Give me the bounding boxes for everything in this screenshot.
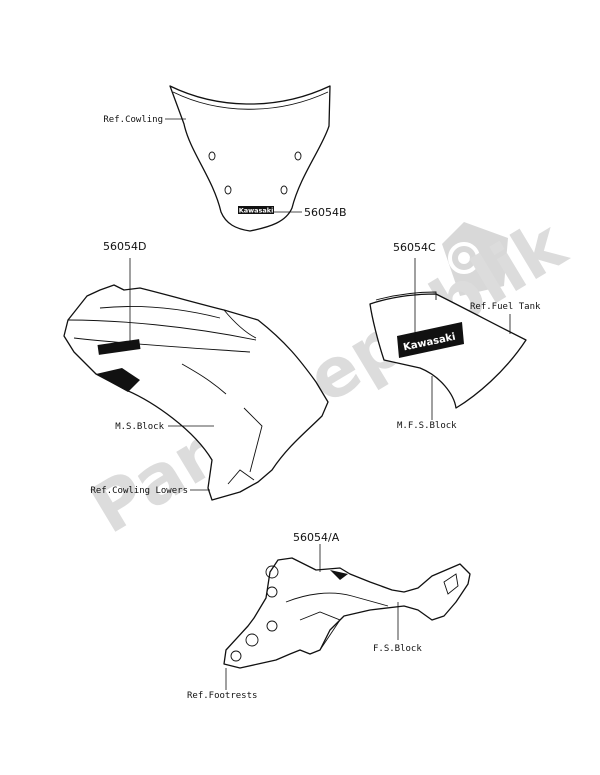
- footrest-bracket-part: [223, 557, 471, 669]
- windshield-decal: [238, 206, 274, 214]
- ref-cowling-lowers-label: Ref.Cowling Lowers: [90, 486, 188, 496]
- windshield-logo-text: Kawasaki: [239, 207, 274, 215]
- ms-block-label: M.S.Block: [115, 422, 164, 432]
- fs-block-label: F.S.Block: [373, 644, 422, 654]
- tank-decal: [397, 322, 464, 358]
- part-56054b-label: 56054B: [304, 206, 347, 219]
- fuel-tank-part: Kawasaki: [369, 291, 527, 409]
- windshield-part: Kawasaki: [169, 85, 331, 232]
- mfs-block-label: M.F.S.Block: [397, 421, 457, 431]
- part-56054d-label: 56054D: [103, 240, 146, 253]
- side-cowling-black-panel: [96, 368, 140, 392]
- part-56054c-label: 56054C: [393, 241, 436, 254]
- bracket-decal: [330, 570, 348, 580]
- ref-fuel-tank-label: Ref.Fuel Tank: [470, 302, 541, 312]
- ref-footrests-label: Ref.Footrests: [187, 691, 257, 701]
- part-56054a-label: 56054/A: [293, 531, 340, 544]
- ref-cowling-label: Ref.Cowling: [103, 115, 163, 125]
- gear-icon: [442, 222, 508, 296]
